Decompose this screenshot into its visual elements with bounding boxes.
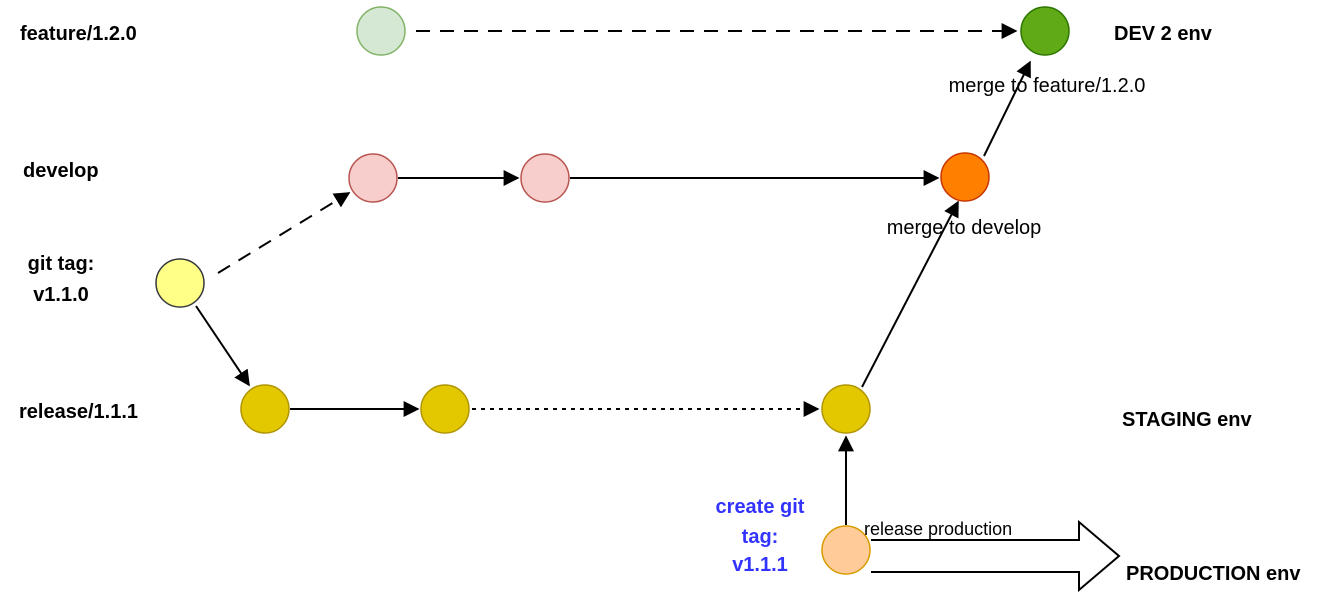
commit-release-1[interactable] [240, 384, 290, 434]
annotation-merge-feature: merge to feature/1.2.0 [949, 75, 1146, 97]
branch-label-feature: feature/1.2.0 [20, 23, 137, 45]
edge-tag-to-develop [217, 192, 351, 274]
commit-feature-merged[interactable] [1020, 6, 1070, 56]
commit-merge-develop[interactable] [940, 152, 990, 202]
commit-release-3[interactable] [821, 384, 871, 434]
commit-production[interactable] [821, 525, 871, 575]
commit-feature-pale[interactable] [356, 6, 406, 56]
commit-develop-2[interactable] [520, 153, 570, 203]
edge-merge-to-feature [983, 60, 1031, 157]
annotation-release-production: release production [864, 519, 1012, 539]
env-label-staging: STAGING env [1122, 409, 1253, 431]
env-label-production: PRODUCTION env [1126, 563, 1301, 585]
annotation-create-tag-line2: tag: [742, 526, 779, 548]
branch-label-release: release/1.1.1 [19, 401, 138, 423]
env-label-dev2: DEV 2 env [1114, 23, 1213, 45]
annotation-merge-develop: merge to develop [887, 217, 1042, 239]
branch-label-develop: develop [23, 160, 99, 182]
commit-git-tag[interactable] [155, 258, 205, 308]
commit-release-2[interactable] [420, 384, 470, 434]
release-production-arrow [871, 519, 1121, 593]
commit-develop-1[interactable] [348, 153, 398, 203]
branch-label-git-tag-line2: v1.1.0 [33, 284, 89, 306]
annotation-create-tag-line3: v1.1.1 [732, 554, 788, 576]
edge-release-to-develop-merge [861, 200, 959, 388]
edge-tag-to-release [195, 305, 250, 387]
branch-label-git-tag-line1: git tag: [28, 253, 95, 275]
annotation-create-tag-line1: create git [716, 496, 805, 518]
